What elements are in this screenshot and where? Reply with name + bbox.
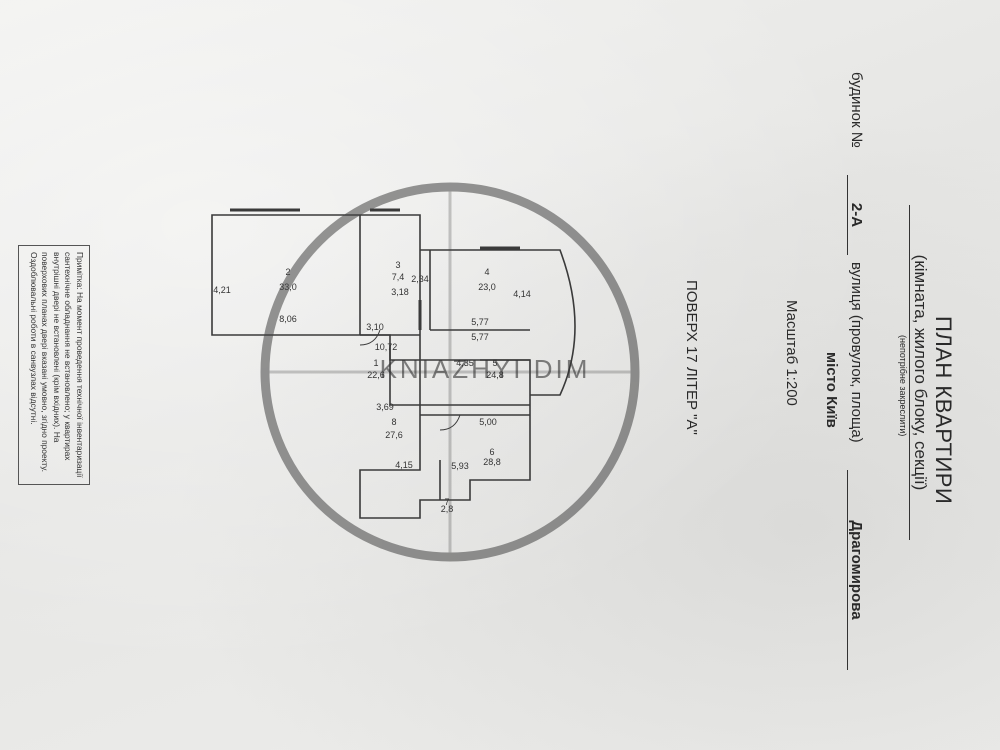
dim-4-15: 4,15 [395,460,413,470]
room-7-num: 7 [444,497,449,507]
room-6-area: 28,8 [483,457,501,467]
dim-5-00: 5,00 [479,417,497,427]
dim-2-34: 2,34 [411,274,429,284]
room-6-num: 6 [489,447,494,457]
dim-10-72: 10,72 [375,342,398,352]
room-4-area: 23,0 [478,282,496,292]
room-5-num: 5 [492,358,497,368]
dim-5-77b: 5,77 [471,332,489,342]
room-2-num: 2 [285,267,290,277]
dim-3-69: 3,69 [376,402,394,412]
room-3-num: 3 [395,260,400,270]
room-3-area: 7,4 [392,272,405,282]
dim-3-10: 3,10 [366,322,384,332]
room-1-num: 1 [373,358,378,368]
note-text: Примітка: На момент проведення технічної… [29,252,85,478]
dim-4-35: 4,35 [456,358,474,368]
dim-4-14: 4,14 [513,289,531,299]
dim-5-93: 5,93 [451,461,469,471]
room-7-area: 2,8 [441,504,454,514]
room-4-num: 4 [484,267,489,277]
room-5-area: 24,8 [486,370,504,380]
watermark-text: KNIAZHYI DIM [380,354,591,384]
room-8-area: 27,6 [385,430,403,440]
room-8-num: 8 [391,417,396,427]
note-box: Примітка: На момент проведення технічної… [18,245,90,485]
dim-5-77a: 5,77 [471,317,489,327]
dim-3-18: 3,18 [391,287,409,297]
dim-8-06: 8,06 [279,314,297,324]
dim-4-21: 4,21 [213,285,231,295]
room-1-area: 22,6 [367,370,385,380]
